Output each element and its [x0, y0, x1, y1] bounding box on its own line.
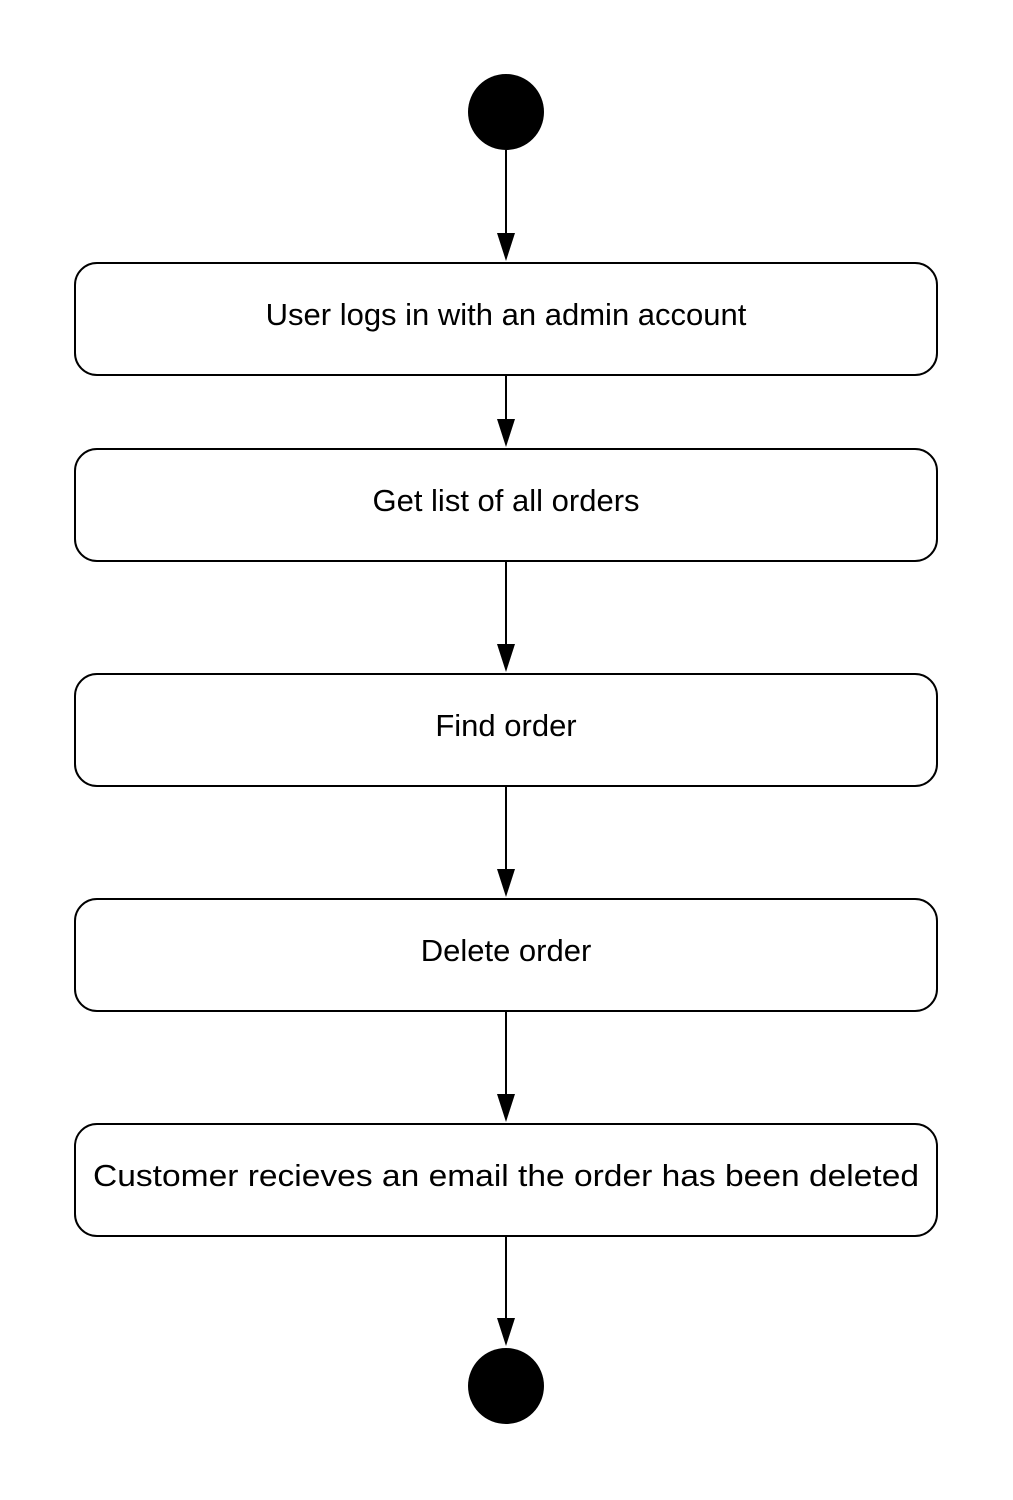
- action-node-list: Get list of all orders: [74, 448, 938, 562]
- initial-node: [468, 74, 544, 150]
- edge-start-to-login: [497, 150, 515, 261]
- action-label-delete: Delete order: [421, 933, 592, 968]
- edge-list-to-find: [497, 561, 515, 672]
- action-node-delete: Delete order: [74, 898, 938, 1012]
- edge-find-to-delete: [497, 786, 515, 897]
- action-label-find: Find order: [435, 708, 576, 743]
- final-node: [468, 1348, 544, 1424]
- edge-email-to-end: [497, 1236, 515, 1346]
- action-node-login: User logs in with an admin account: [74, 262, 938, 376]
- action-label-list: Get list of all orders: [372, 483, 639, 518]
- action-node-email: Customer recieves an email the order has…: [74, 1123, 938, 1237]
- action-node-find: Find order: [74, 673, 938, 787]
- action-label-email: Customer recieves an email the order has…: [93, 1158, 919, 1193]
- edge-login-to-list: [497, 375, 515, 447]
- action-label-login: User logs in with an admin account: [266, 297, 747, 332]
- edge-delete-to-email: [497, 1011, 515, 1122]
